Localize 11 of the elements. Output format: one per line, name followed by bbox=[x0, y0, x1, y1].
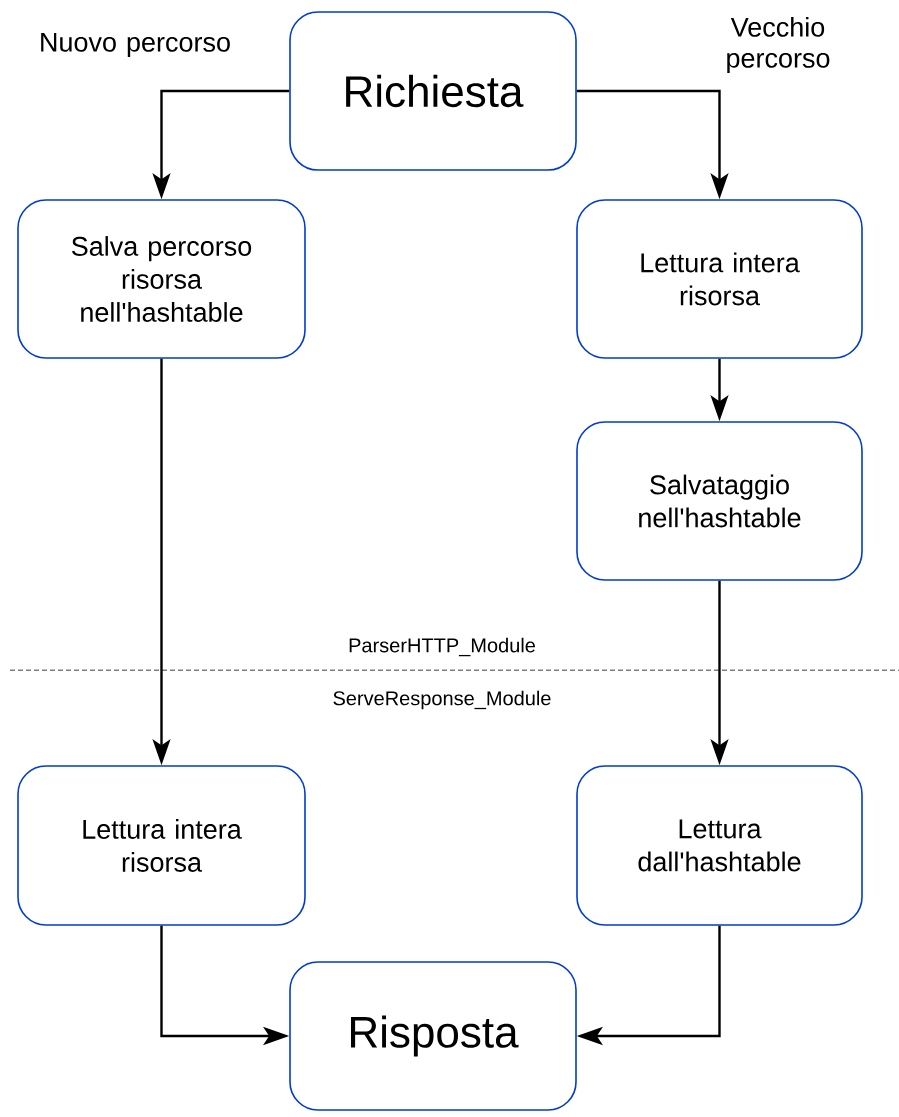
process-box: Lettura intera risorsa bbox=[17, 765, 306, 926]
path-label: Nuovo percorso bbox=[41, 32, 230, 58]
start-box: Richiesta bbox=[289, 11, 577, 171]
module-label: ParserHTTP_Module bbox=[349, 637, 535, 657]
process-box: Salvataggio nell'hashtable bbox=[576, 421, 863, 581]
process-box: Lettura dall'hashtable bbox=[576, 765, 863, 926]
end-box: Risposta bbox=[289, 961, 577, 1111]
process-box: Salva percorso risorsa nell'hashtable bbox=[17, 199, 306, 359]
process-box: Lettura intera risorsa bbox=[576, 199, 863, 359]
path-label: Vecchio percorso bbox=[727, 16, 830, 74]
module-label: ServeResponse_Module bbox=[333, 690, 551, 710]
